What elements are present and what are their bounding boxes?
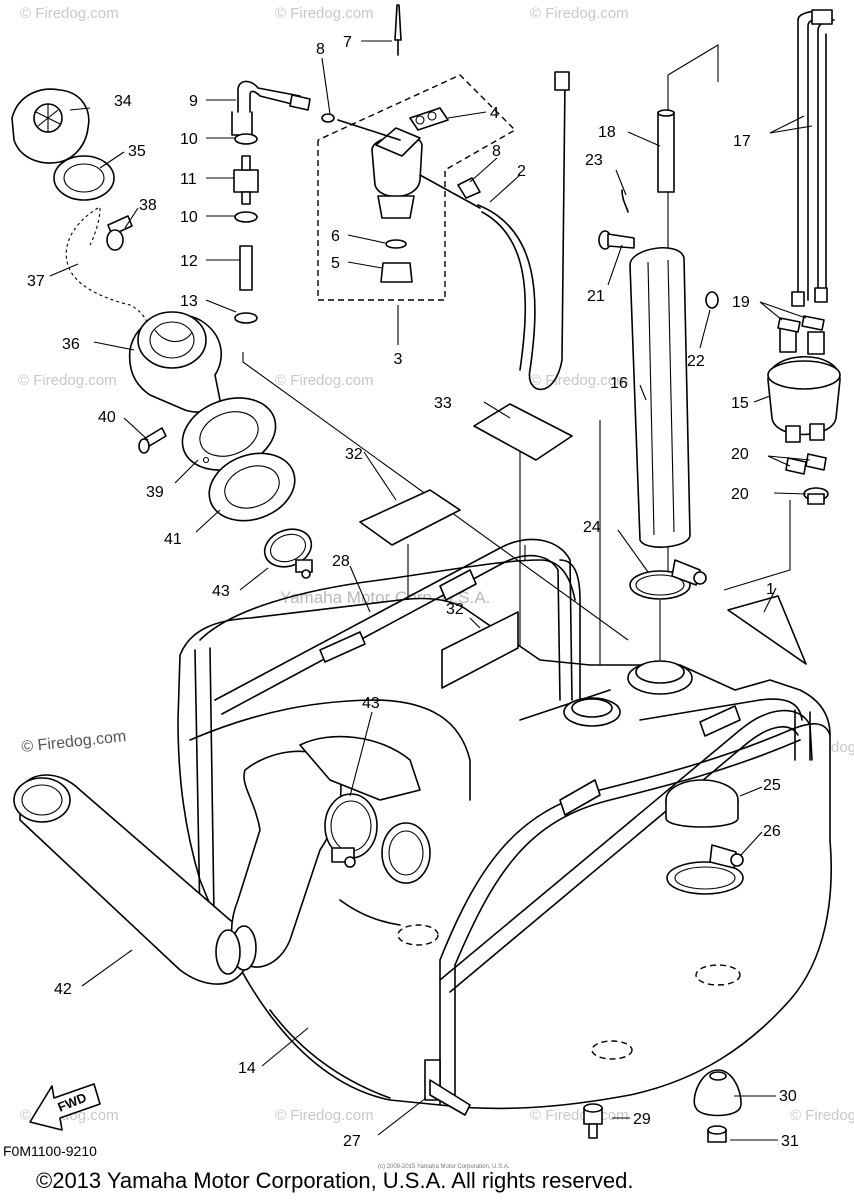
- callout-26: 26: [763, 823, 781, 840]
- watermark-firedog: © Firedog.com: [530, 5, 629, 22]
- watermark-firedog: © Firedog.com: [275, 5, 374, 22]
- callout-6: 6: [331, 228, 340, 245]
- filler-cap: [11, 88, 115, 201]
- callout-13: 13: [180, 293, 198, 310]
- copyright-notice: ©2013 Yamaha Motor Corporation, U.S.A. A…: [36, 1168, 633, 1193]
- callout-12: 12: [180, 253, 198, 270]
- callout-30: 30: [779, 1088, 797, 1105]
- callout-34: 34: [114, 93, 132, 110]
- callout-23: 23: [585, 152, 603, 169]
- tether-chain: [65, 207, 149, 326]
- leader-lines: [49, 40, 813, 1141]
- callout-20a: 20: [731, 446, 749, 463]
- watermark-firedog: © Firedog.com: [20, 5, 119, 22]
- callout-39: 39: [146, 484, 164, 501]
- filler-neck: [128, 311, 222, 413]
- callout-labels: 1 2 3 4 5 6 7 8 8 9 10 10 11 12 13 14 15…: [27, 34, 799, 1150]
- watermark-firedog: © Firedog.com: [530, 1107, 629, 1124]
- callout-4: 4: [490, 105, 499, 122]
- callout-33: 33: [434, 395, 452, 412]
- callout-21: 21: [587, 288, 605, 305]
- fuel-tank: [177, 559, 832, 1110]
- rubber-mount: [693, 1069, 742, 1117]
- callout-10b: 10: [180, 209, 198, 226]
- callout-32b: 32: [446, 601, 464, 618]
- callout-11: 11: [180, 171, 197, 188]
- fuel-sender-unit: [598, 109, 719, 548]
- bolt-38: [106, 215, 133, 251]
- callout-25: 25: [763, 777, 781, 794]
- clamp-24: [629, 559, 707, 600]
- callout-18: 18: [598, 124, 616, 141]
- callout-5: 5: [331, 255, 340, 272]
- callout-10a: 10: [180, 131, 198, 148]
- callout-41: 41: [164, 531, 182, 548]
- watermark-firedog: © Firedog.com: [275, 372, 374, 389]
- clamp-26: [666, 844, 744, 895]
- label-sticker: [359, 403, 807, 689]
- callout-3: 3: [394, 351, 403, 368]
- callout-42: 42: [54, 981, 72, 998]
- watermark-firedog: © Firedog.com: [530, 372, 629, 389]
- callout-37: 37: [27, 273, 45, 290]
- callout-7: 7: [343, 34, 352, 51]
- gasket-41: [208, 452, 296, 522]
- callout-36: 36: [62, 336, 80, 353]
- callout-38: 38: [139, 197, 157, 214]
- rivet-40: [138, 427, 167, 454]
- callout-40: 40: [98, 409, 116, 426]
- watermark-firedog: © Firedog.com: [790, 1107, 854, 1124]
- callout-14: 14: [238, 1060, 256, 1077]
- callout-27: 27: [343, 1133, 361, 1150]
- callout-20b: 20: [731, 486, 749, 503]
- fine-print: (c) 2009-2015 Yamaha Motor Corporation, …: [378, 1164, 510, 1170]
- filler-hose: [13, 735, 431, 985]
- callout-29: 29: [633, 1111, 651, 1128]
- vent-assembly: [767, 9, 841, 505]
- callout-19: 19: [732, 294, 750, 311]
- breather-assembly: [231, 80, 311, 324]
- callout-15: 15: [731, 395, 749, 412]
- callout-8a: 8: [316, 41, 325, 58]
- callout-43a: 43: [212, 583, 230, 600]
- callout-22: 22: [687, 353, 705, 370]
- callout-32a: 32: [345, 446, 363, 463]
- callout-9: 9: [189, 93, 198, 110]
- callout-35: 35: [128, 143, 146, 160]
- tank-strap: [214, 538, 813, 1116]
- diagram-code: F0M1100-9210: [3, 1143, 97, 1159]
- watermark-firedog: © Firedog.com: [275, 1107, 374, 1124]
- callout-8b: 8: [492, 143, 501, 160]
- callout-31: 31: [781, 1133, 799, 1150]
- callout-1: 1: [766, 581, 775, 598]
- watermark-firedog-dark: © Firedog.com: [21, 728, 127, 756]
- callout-17: 17: [733, 133, 751, 150]
- callout-28: 28: [332, 553, 350, 570]
- callout-24: 24: [583, 519, 601, 536]
- bolt-29: [583, 1103, 603, 1139]
- callout-43b: 43: [362, 695, 380, 712]
- bolt-31: [707, 1125, 727, 1143]
- callout-16: 16: [610, 375, 628, 392]
- watermark-firedog: © Firedog.com: [18, 372, 117, 389]
- fuel-pickup-assembly: [317, 4, 570, 391]
- forward-arrow-icon: FWD: [29, 1083, 101, 1131]
- gasket-39: [181, 397, 277, 471]
- callout-2: 2: [517, 163, 526, 180]
- hose-clamp-upper: [263, 528, 313, 579]
- gauge-cap: [665, 779, 739, 828]
